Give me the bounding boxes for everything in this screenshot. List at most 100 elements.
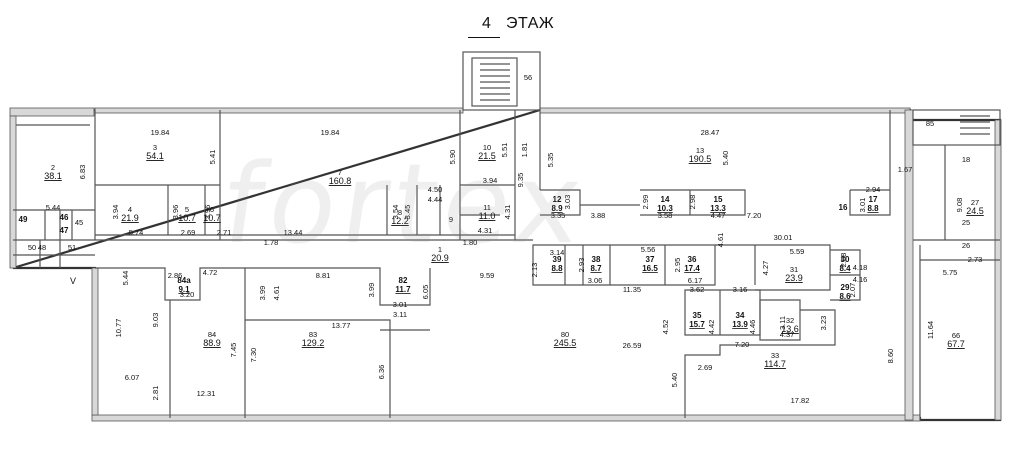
dimension-label: 4.44 bbox=[428, 195, 443, 204]
dimension-label: 5.44 bbox=[46, 203, 61, 212]
dimension-label: 3.11 bbox=[393, 310, 407, 319]
room-number-85: 85 bbox=[926, 119, 934, 128]
room-number-3: 3 bbox=[153, 143, 157, 152]
dimension-label: 11.35 bbox=[623, 285, 641, 294]
room-number-35: 35 bbox=[693, 311, 702, 320]
room-area-11: 11.0 bbox=[479, 211, 496, 221]
room-number-14: 14 bbox=[661, 195, 670, 204]
room-area-3: 54.1 bbox=[146, 151, 164, 161]
floor-word: ЭТАЖ bbox=[506, 15, 555, 32]
dimension-label: 3.62 bbox=[690, 285, 705, 294]
dimension-label: 4.72 bbox=[203, 268, 218, 277]
room-number-30: 30 bbox=[841, 255, 850, 264]
dimension-label: 3.23 bbox=[819, 316, 828, 331]
dimension-label: 12.31 bbox=[197, 389, 216, 398]
dimension-label: 3.88 bbox=[591, 211, 606, 220]
dimension-label: 3.01 bbox=[393, 300, 408, 309]
room-number-18: 18 bbox=[962, 155, 970, 164]
dimension-label: 2.81 bbox=[151, 386, 160, 401]
floor-number-underline bbox=[468, 37, 500, 38]
dimension-label: 3.20 bbox=[180, 290, 195, 299]
dimension-label: 2.99 bbox=[641, 195, 650, 210]
dimension-label: 3.14 bbox=[550, 248, 565, 257]
room-number-50: 50 bbox=[28, 243, 36, 252]
room-number-37: 37 bbox=[646, 255, 655, 264]
dimension-label: 3.35 bbox=[551, 211, 566, 220]
dimension-label: 5.40 bbox=[721, 151, 730, 166]
dimension-label: 4.47 bbox=[711, 211, 726, 220]
dimension-label: 5.75 bbox=[943, 268, 958, 277]
dimension-label: 3.99 bbox=[258, 286, 267, 301]
dimension-label: 17.82 bbox=[791, 396, 810, 405]
room-number-39: 39 bbox=[553, 255, 562, 264]
dimension-label: 5.41 bbox=[208, 150, 217, 165]
dimension-label: 3.06 bbox=[588, 276, 603, 285]
room-area-30: 8.4 bbox=[839, 264, 851, 273]
room-area-31: 23.9 bbox=[785, 273, 803, 283]
dimension-label: 5.59 bbox=[790, 247, 805, 256]
room-number-36: 36 bbox=[688, 255, 697, 264]
room-number-66: 66 bbox=[952, 331, 960, 340]
room-number-56: 56 bbox=[524, 73, 532, 82]
stair-tower-top bbox=[462, 51, 541, 111]
dimension-label: 11.64 bbox=[926, 321, 935, 339]
room-area-7: 160.8 bbox=[329, 176, 352, 186]
room-number-84a: 84a bbox=[177, 276, 191, 285]
room-number-27: 27 bbox=[971, 198, 979, 207]
room-area-36: 17.4 bbox=[684, 264, 700, 273]
dimension-label: 5.51 bbox=[500, 143, 509, 158]
room-area-27: 24.5 bbox=[966, 206, 984, 216]
dimension-label: 2.93 bbox=[577, 258, 586, 273]
dimension-label: 8.60 bbox=[886, 349, 895, 364]
room-area-1: 20.9 bbox=[431, 253, 449, 263]
room-number-49: 49 bbox=[19, 215, 28, 224]
room-area-66: 67.7 bbox=[947, 339, 965, 349]
room-area-34: 13.9 bbox=[732, 320, 748, 329]
room-number-13: 13 bbox=[696, 146, 704, 155]
dimension-label: 2.13 bbox=[530, 263, 539, 278]
room-area-83: 129.2 bbox=[302, 338, 325, 348]
dimension-label: 2.95 bbox=[673, 258, 682, 273]
dimension-label: 1.78 bbox=[264, 238, 279, 247]
dimension-label: 4.52 bbox=[661, 320, 670, 335]
room-area-5: 10.7 bbox=[178, 213, 196, 223]
dimension-label: 2.69 bbox=[181, 228, 196, 237]
dimension-label: 28.47 bbox=[701, 128, 720, 137]
room-number-4: 4 bbox=[128, 205, 132, 214]
dimension-label: 19.84 bbox=[321, 128, 340, 137]
dimension-label: 6.07 bbox=[125, 373, 140, 382]
dimension-label: 6.36 bbox=[377, 365, 386, 380]
room-number-1: 1 bbox=[438, 245, 442, 254]
room-number-12: 12 bbox=[553, 195, 562, 204]
dimension-label: 5.74 bbox=[129, 228, 144, 237]
dimension-label: 4.27 bbox=[761, 261, 770, 276]
stair-tower-right bbox=[912, 109, 1001, 146]
room-number-32: 32 bbox=[786, 316, 794, 325]
room-number-10: 10 bbox=[483, 143, 491, 152]
dimension-label: 6.05 bbox=[421, 285, 430, 300]
room-area-2: 38.1 bbox=[44, 171, 62, 181]
room-area-8: 12.2 bbox=[391, 216, 409, 226]
dimension-label: 5.40 bbox=[670, 373, 679, 388]
room-area-35: 15.7 bbox=[689, 320, 705, 329]
dimension-label: 9.35 bbox=[516, 173, 525, 188]
dimension-label: 4.50 bbox=[428, 185, 443, 194]
room-number-33: 33 bbox=[771, 351, 779, 360]
dimension-label: 5.44 bbox=[121, 271, 130, 286]
dimension-label: 2.08 bbox=[839, 253, 848, 268]
room-number-29: 29 bbox=[841, 283, 850, 292]
dimension-label: 4.31 bbox=[503, 205, 512, 220]
dimension-label: 3.01 bbox=[858, 198, 867, 213]
dimension-label: 3.11 bbox=[778, 316, 787, 330]
room-number-25: 25 bbox=[962, 218, 970, 227]
dimension-label: 4.16 bbox=[853, 275, 868, 284]
dimension-label: 5.90 bbox=[448, 150, 457, 165]
dimension-label: 10.77 bbox=[114, 319, 123, 338]
room-area-84: 88.9 bbox=[203, 338, 221, 348]
dimension-label: 7.30 bbox=[249, 348, 258, 363]
room-number-83: 83 bbox=[309, 330, 317, 339]
room-number-15: 15 bbox=[714, 195, 723, 204]
room-number-26: 26 bbox=[962, 241, 970, 250]
